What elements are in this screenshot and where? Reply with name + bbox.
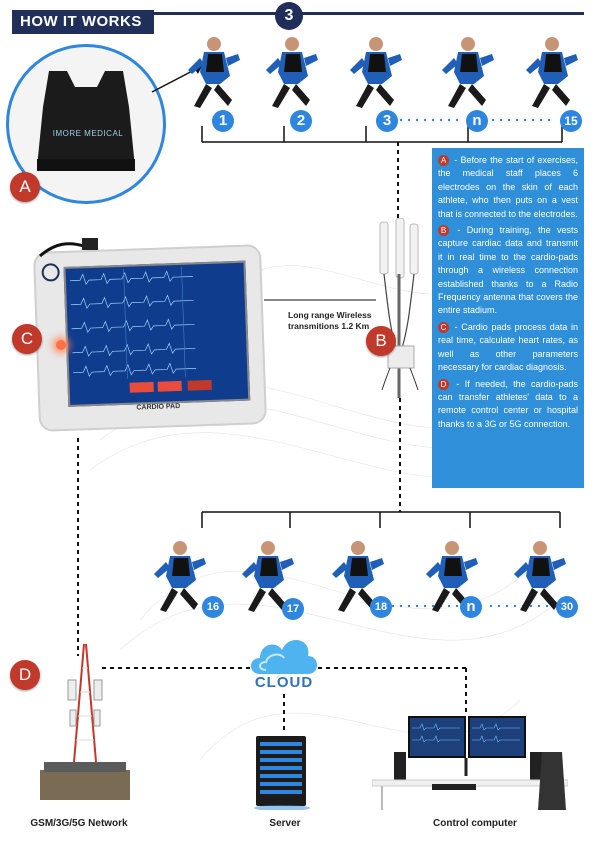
control-computer [372, 716, 568, 810]
athlete-number-n-bottom: n [460, 596, 482, 618]
server-icon [254, 736, 310, 810]
athlete-number-1: 1 [212, 110, 234, 132]
step-number-badge: 3 [275, 2, 303, 30]
explanation-panel: A - Before the start of exercises, the m… [432, 148, 584, 488]
wireless-label-line1: Long range Wireless [288, 310, 372, 320]
wireless-link-line [264, 299, 376, 301]
server-caption: Server [269, 818, 301, 829]
athlete-number-n: n [466, 110, 488, 132]
athlete-number-18: 18 [370, 596, 392, 618]
header-rule [154, 12, 584, 15]
badge-a: A [10, 172, 40, 202]
athlete-number-2: 2 [290, 110, 312, 132]
tablet-cable-icon [39, 238, 98, 258]
explanation-a: A - Before the start of exercises, the m… [438, 155, 578, 219]
network-caption: GSM/3G/5G Network [30, 818, 128, 829]
section-title: HOW IT WORKS ? [12, 10, 154, 54]
badge-c: C [12, 324, 42, 354]
explanation-b: B - During training, the vests capture c… [438, 225, 578, 316]
athlete-number-3: 3 [376, 110, 398, 132]
cardio-pad-tablet: CARDIO PAD [32, 244, 268, 432]
athlete-number-17: 17 [282, 598, 304, 620]
cell-tower [40, 643, 130, 800]
tablet-screen [63, 260, 251, 407]
cloud-label: CLOUD [254, 674, 314, 691]
badge-b: B [366, 326, 396, 356]
rf-antenna [379, 218, 419, 398]
control-caption: Control computer [433, 818, 517, 829]
explanation-c: C - Cardio pads process data in real tim… [438, 321, 578, 373]
badge-d: D [10, 660, 40, 690]
vest-brand-label: IMORE MEDICAL [52, 129, 124, 138]
athlete-number-15: 15 [560, 110, 582, 132]
explanation-d: D - If needed, the cardio-pads can trans… [438, 378, 578, 429]
wireless-label-line2: transmitions 1.2 Km [288, 321, 370, 331]
athlete-number-30: 30 [556, 596, 578, 618]
athlete-number-16: 16 [202, 596, 224, 618]
cloud-icon [251, 639, 317, 674]
tablet-led-icon [56, 340, 66, 350]
